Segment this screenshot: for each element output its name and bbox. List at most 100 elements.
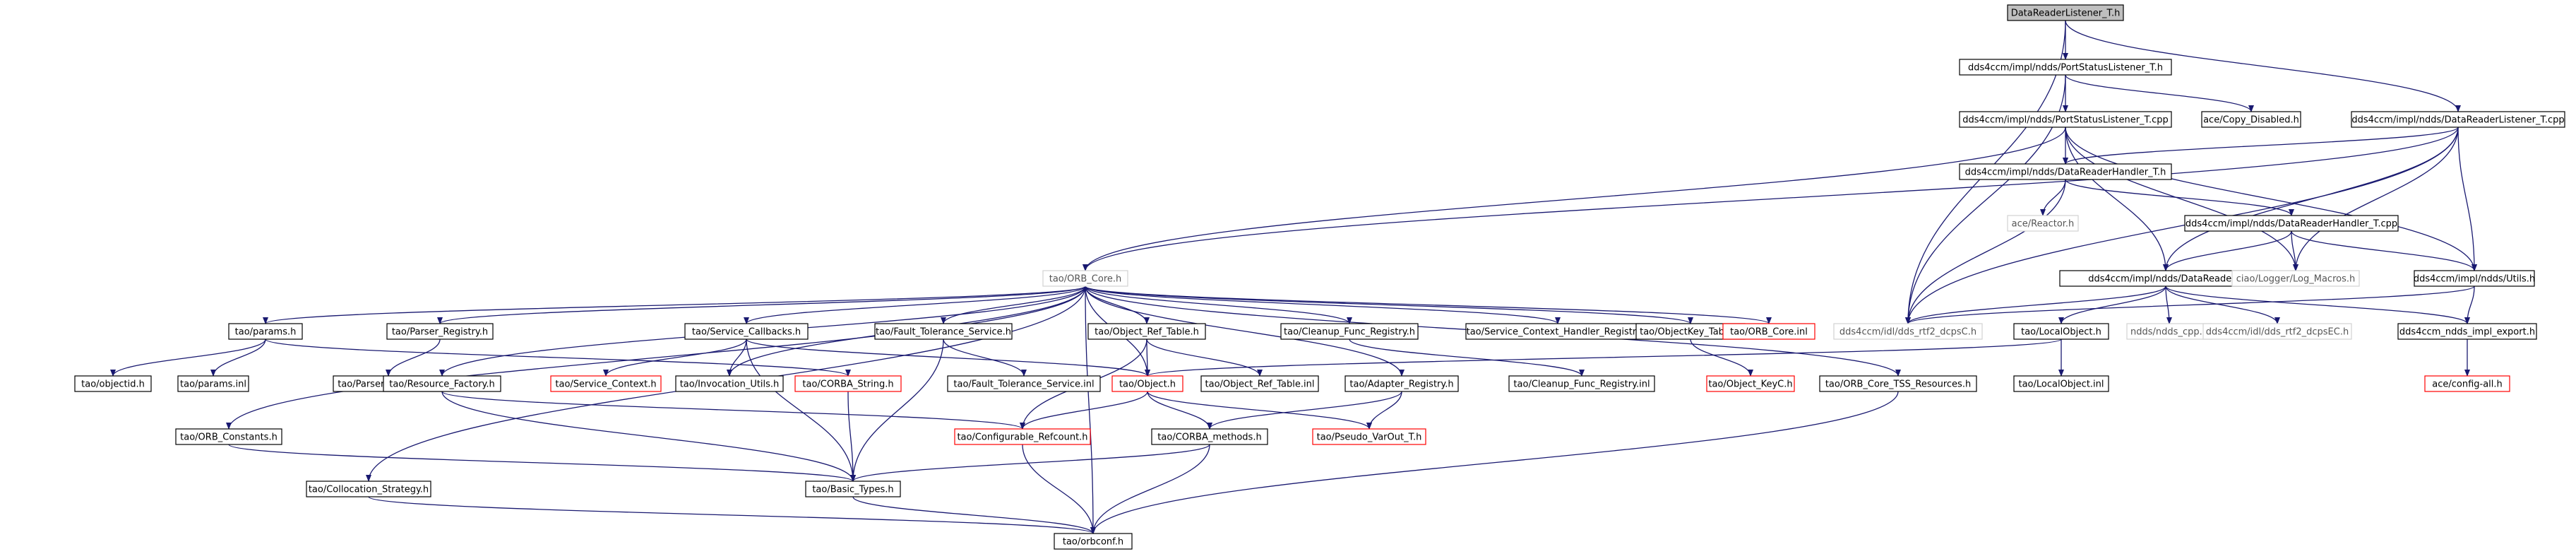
file-node-n43[interactable]: tao/Configurable_Refcount.h — [954, 428, 1091, 445]
file-node-n41[interactable]: tao/ORB_Core_TSS_Resources.h — [1819, 375, 1977, 392]
node-box — [1508, 375, 1655, 392]
node-box — [2007, 215, 2079, 232]
edge-path — [2065, 74, 2254, 112]
node-label: tao/Basic_Types.h — [812, 485, 893, 495]
file-node-n37[interactable]: tao/Object_Ref_Table.inl — [1200, 375, 1319, 392]
dependency-edge-n9-n13 — [2058, 285, 2166, 324]
file-node-n32[interactable]: tao/Service_Context.h — [550, 375, 662, 392]
edge-path — [603, 338, 747, 377]
edge-path — [441, 391, 1025, 430]
edge-path — [1090, 391, 1899, 534]
node-label: tao/Object_Ref_Table.inl — [1205, 379, 1315, 390]
node-label: tao/params.h — [235, 327, 297, 338]
file-node-n11[interactable]: dds4ccm/impl/ndds/Utils.h — [2414, 270, 2535, 287]
file-node-n25[interactable]: tao/Service_Context_Handler_Registry.h — [1465, 323, 1650, 340]
node-label: tao/ORB_Core.h — [1049, 274, 1122, 285]
dependency-edge-n38-n44 — [1207, 391, 1402, 430]
file-node-n4[interactable]: ace/Copy_Disabled.h — [2201, 111, 2301, 128]
edge-path — [2065, 179, 2294, 216]
file-node-n47[interactable]: tao/Basic_Types.h — [805, 481, 901, 497]
dependency-edge-n9-n15 — [2165, 285, 2280, 324]
file-node-n5[interactable]: dds4ccm/impl/ndds/DataReaderHandler_T.h — [1959, 163, 2172, 180]
file-node-n9[interactable]: dds4ccm/impl/ndds/DataReader.h — [2059, 270, 2272, 287]
file-node-n17[interactable]: tao/LocalObject.inl — [2013, 375, 2109, 392]
edge-path — [263, 285, 1086, 324]
edge-path — [1366, 391, 1402, 430]
edge-path — [368, 496, 1096, 534]
dependency-edge-n13-n36 — [1145, 338, 2062, 377]
dependency-edge-n5-n7 — [2040, 179, 2066, 216]
file-node-n45[interactable]: tao/Pseudo_VarOut_T.h — [1312, 428, 1426, 445]
edge-path — [2165, 285, 2172, 324]
dependency-edge-n5-n8 — [2065, 179, 2294, 216]
node-box — [2013, 375, 2109, 392]
node-box — [1042, 270, 1128, 287]
file-node-n19[interactable]: tao/params.h — [228, 323, 303, 340]
file-node-n31[interactable]: tao/Resource_Factory.h — [383, 375, 501, 392]
node-box — [1706, 375, 1795, 392]
dependency-edge-n9-n12 — [1905, 285, 2166, 324]
node-label: tao/objectid.h — [81, 379, 145, 390]
file-node-n6: tao/ORB_Core.h — [1042, 270, 1128, 287]
file-node-n3[interactable]: dds4ccm/impl/ndds/PortStatusListener_T.c… — [1959, 111, 2172, 128]
node-label: tao/LocalObject.inl — [2018, 379, 2104, 390]
node-box — [675, 375, 784, 392]
file-node-n29[interactable]: tao/params.inl — [177, 375, 249, 392]
node-label: tao/Parser_Registry.h — [392, 327, 488, 338]
node-label: dds4ccm/impl/ndds/DataReaderListener_T.c… — [2351, 115, 2564, 126]
dependency-edge-n3-n9 — [2065, 126, 2169, 271]
dependency-edge-n6-n25 — [1085, 285, 1561, 324]
dependency-edge-n36-n45 — [1147, 391, 1372, 430]
edge-path — [2058, 285, 2166, 324]
edge-path — [110, 338, 266, 377]
file-node-n39[interactable]: tao/Cleanup_Func_Registry.inl — [1508, 375, 1655, 392]
file-node-n36[interactable]: tao/Object.h — [1111, 375, 1183, 392]
file-node-n2[interactable]: dds4ccm/impl/ndds/DataReaderListener_T.c… — [2351, 111, 2565, 128]
file-node-n44[interactable]: tao/CORBA_methods.h — [1151, 428, 1268, 445]
file-node-n40[interactable]: tao/Object_KeyC.h — [1706, 375, 1795, 392]
node-label: ace/Reactor.h — [2012, 219, 2075, 230]
file-node-n16[interactable]: dds4ccm_ndds_impl_export.h — [2397, 323, 2537, 340]
node-label: tao/CORBA_String.h — [802, 379, 893, 390]
node-box — [175, 428, 282, 445]
file-node-n23[interactable]: tao/Object_Ref_Table.h — [1087, 323, 1206, 340]
edge-path — [226, 285, 1086, 430]
edge-path — [847, 391, 856, 482]
file-node-n13[interactable]: tao/LocalObject.h — [2013, 323, 2109, 340]
node-box — [1819, 375, 1977, 392]
edge-path — [2065, 126, 2169, 271]
file-node-n26[interactable]: tao/ObjectKey_Table.h — [1635, 323, 1746, 340]
file-node-n8[interactable]: dds4ccm/impl/ndds/DataReaderHandler_T.cp… — [2184, 215, 2399, 232]
edge-path — [437, 285, 1086, 324]
file-node-n0[interactable]: DataReaderListener_T.h — [2007, 4, 2124, 21]
file-node-n48[interactable]: tao/orbconf.h — [1054, 533, 1133, 550]
edge-path — [2165, 285, 2470, 324]
node-box — [228, 323, 303, 340]
file-node-n42[interactable]: tao/ORB_Constants.h — [175, 428, 282, 445]
file-node-n35[interactable]: tao/Fault_Tolerance_Service.inl — [947, 375, 1101, 392]
node-box — [2013, 323, 2109, 340]
file-node-n34[interactable]: tao/CORBA_String.h — [794, 375, 902, 392]
file-node-n24[interactable]: tao/Cleanup_Func_Registry.h — [1280, 323, 1419, 340]
dependency-edge-n2-n10 — [2293, 126, 2459, 271]
file-node-n27[interactable]: tao/ORB_Core.inl — [1722, 323, 1815, 340]
dependency-edge-n2-n5 — [2063, 126, 2459, 165]
file-node-n21[interactable]: tao/Service_Callbacks.h — [684, 323, 809, 340]
edge-path — [228, 444, 856, 482]
node-box — [386, 323, 494, 340]
dependency-edge-n47-n48 — [852, 496, 1096, 534]
node-box — [74, 375, 152, 392]
dependency-edge-n11-n16 — [2464, 285, 2475, 324]
file-node-n33[interactable]: tao/Invocation_Utils.h — [675, 375, 784, 392]
file-node-n46[interactable]: tao/Collocation_Strategy.h — [306, 481, 431, 497]
edge-path — [1020, 391, 1148, 430]
file-node-n15: dds4ccm/idl/dds_rtf2_dcpsEC.h — [2202, 323, 2352, 340]
node-label: tao/Service_Callbacks.h — [692, 327, 801, 338]
file-node-n20[interactable]: tao/Parser_Registry.h — [386, 323, 494, 340]
edge-path — [1085, 285, 1352, 324]
file-node-n1[interactable]: dds4ccm/impl/ndds/PortStatusListener_T.h — [1959, 59, 2172, 76]
file-node-n18[interactable]: ace/config-all.h — [2424, 375, 2510, 392]
file-node-n28[interactable]: tao/objectid.h — [74, 375, 152, 392]
file-node-n38[interactable]: tao/Adapter_Registry.h — [1344, 375, 1459, 392]
file-node-n22[interactable]: tao/Fault_Tolerance_Service.h — [874, 323, 1013, 340]
